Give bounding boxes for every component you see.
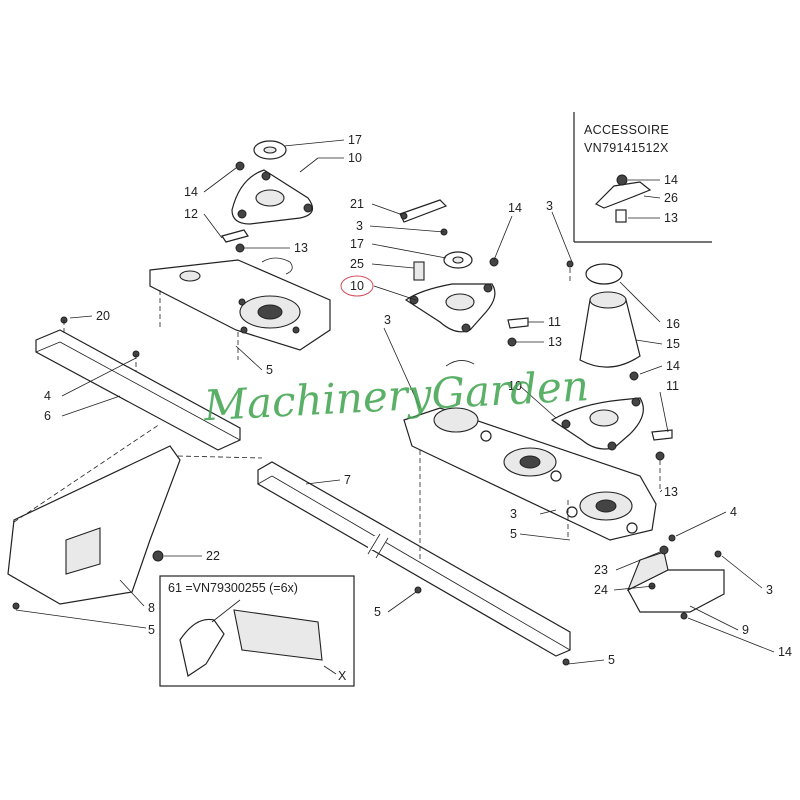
callout-5-bar: 5 (374, 605, 381, 619)
callout-8: 8 (148, 601, 155, 615)
callout-3-right: 3 (766, 583, 773, 597)
callout-14-center: 14 (508, 201, 522, 215)
inset-label: 61 =VN79300255 (=6x) (168, 581, 298, 595)
right-disc-assembly: 3 16 15 14 11 10 13 (508, 199, 680, 499)
callout-22: 22 (206, 549, 220, 563)
callout-17-left: 17 (348, 133, 362, 147)
accessory-title: ACCESSOIRE (584, 123, 669, 137)
callout-13-center: 13 (548, 335, 562, 349)
callout-13-left: 13 (294, 241, 308, 255)
callout-14-left: 14 (184, 185, 198, 199)
center-disc-assembly: 21 3 17 25 10 14 11 13 3 3 5 (340, 197, 657, 560)
callout-12: 12 (184, 207, 198, 221)
callout-10-center: 10 (350, 279, 364, 293)
callout-23: 23 (594, 563, 608, 577)
callout-11-right: 11 (666, 379, 679, 393)
accessory-code: VN79141512X (584, 141, 669, 155)
callout-5-bottom: 5 (608, 653, 615, 667)
callout-25: 25 (350, 257, 364, 271)
callout-10-right: 10 (508, 379, 522, 393)
callout-13-right: 13 (664, 485, 678, 499)
callout-3-beam: 3 (384, 313, 391, 327)
callout-20: 20 (96, 309, 110, 323)
accessory-box: ACCESSOIRE VN79141512X 14 26 13 (573, 112, 712, 243)
callout-21: 21 (350, 197, 364, 211)
callout-accessory-13: 13 (664, 211, 678, 225)
callout-5-top: 5 (266, 363, 273, 377)
front-guard-bar: 20 4 6 (35, 309, 241, 451)
callout-accessory-14: 14 (664, 173, 678, 187)
callout-5-center: 5 (510, 527, 517, 541)
callout-3-top: 3 (546, 199, 553, 213)
callout-17-center: 17 (350, 237, 364, 251)
callout-10-left: 10 (348, 151, 362, 165)
callout-4-right: 4 (730, 505, 737, 519)
callout-3-lower: 3 (510, 507, 517, 521)
callout-4-left: 4 (44, 389, 51, 403)
callout-9: 9 (742, 623, 749, 637)
callout-11-center: 11 (548, 315, 561, 329)
callout-14-right: 14 (666, 359, 680, 373)
watermark-text: MachineryGarden (202, 361, 590, 430)
callout-24: 24 (594, 583, 608, 597)
callout-3-center: 3 (356, 219, 363, 233)
callout-7: 7 (344, 473, 351, 487)
callout-5-left: 5 (148, 623, 155, 637)
callout-16: 16 (666, 317, 680, 331)
inset-marker-x: X (338, 669, 347, 683)
callout-accessory-26: 26 (664, 191, 678, 205)
callout-14-bottom: 14 (778, 645, 792, 659)
callout-15: 15 (666, 337, 680, 351)
inset-box: 61 =VN79300255 (=6x) X (159, 575, 355, 687)
cutter-bar: 7 5 5 (257, 461, 615, 667)
end-bracket: 4 23 24 3 9 14 (594, 505, 792, 659)
left-disc-assembly: 17 10 14 12 13 5 (149, 133, 362, 377)
skid-plate: 22 8 5 (7, 423, 263, 637)
callout-6: 6 (44, 409, 51, 423)
